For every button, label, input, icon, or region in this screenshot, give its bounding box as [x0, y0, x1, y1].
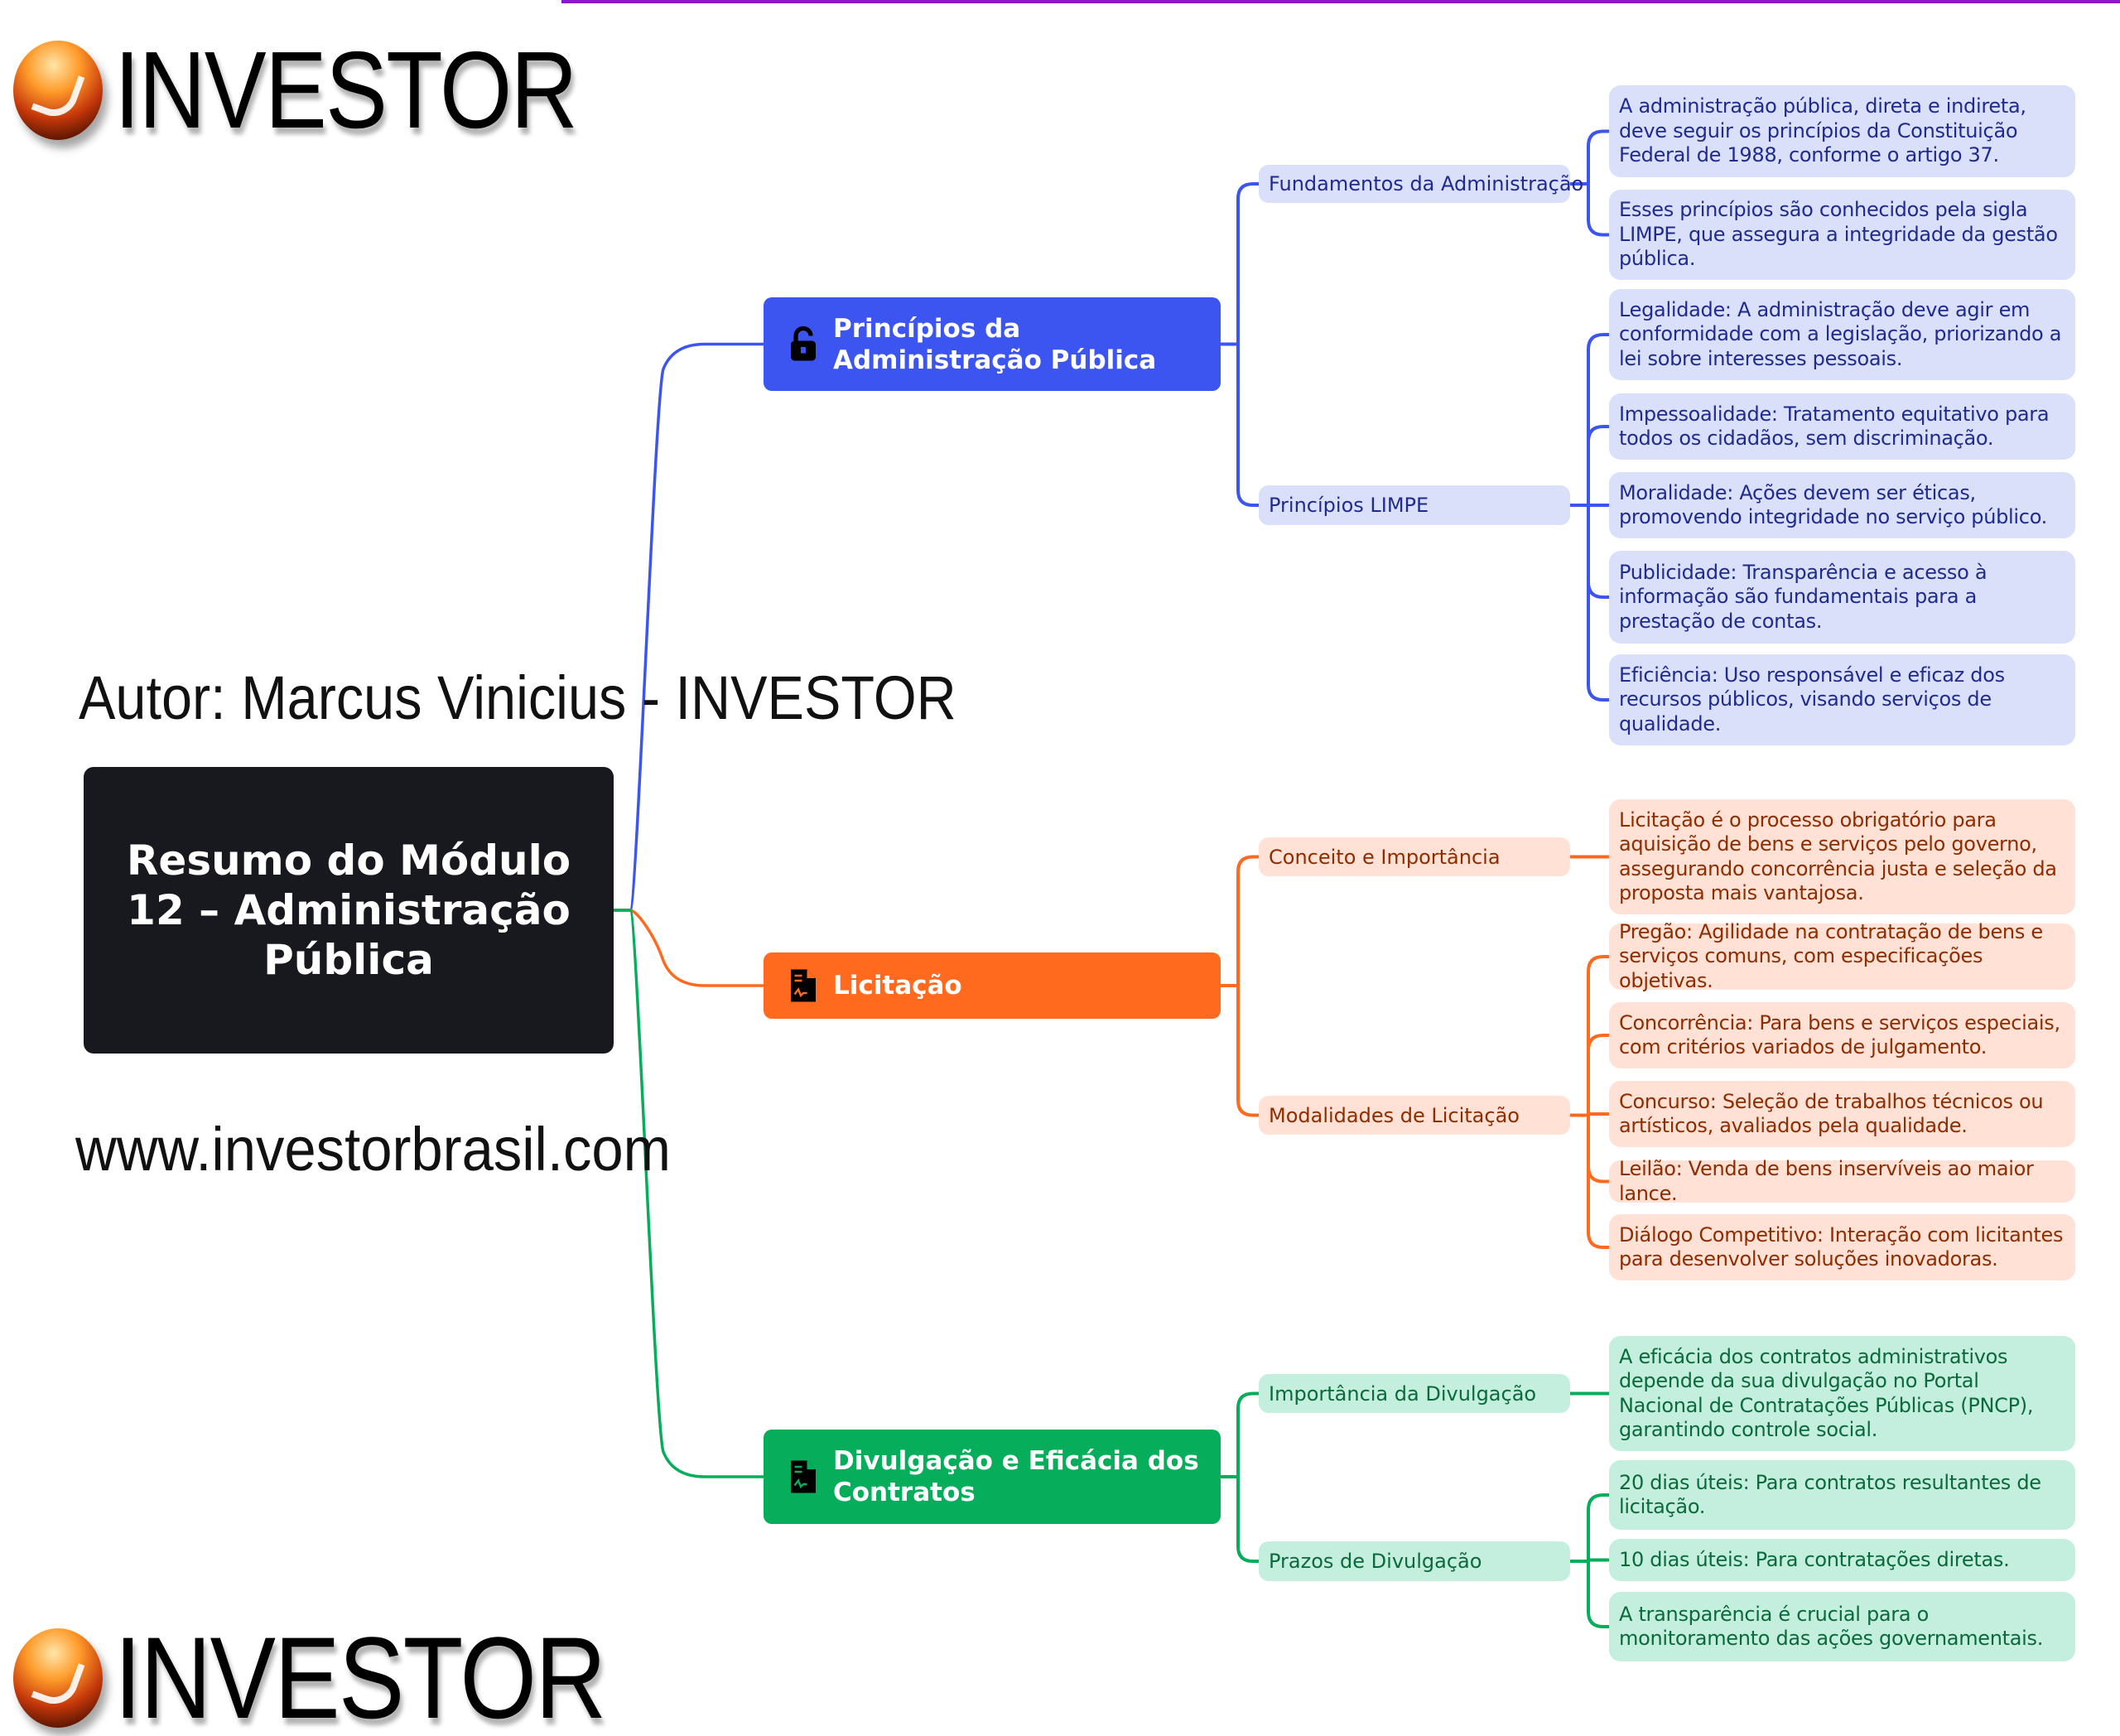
leaf-node[interactable]: Legalidade: A administração deve agir em…	[1609, 289, 2075, 380]
sub-node-label: Importância da Divulgação	[1269, 1382, 1537, 1406]
leaf-node[interactable]: Pregão: Agilidade na contratação de bens…	[1609, 920, 2075, 992]
logo-sphere-icon	[13, 40, 103, 140]
leaf-text: Legalidade: A administração deve agir em…	[1619, 297, 2062, 370]
leaf-text: Eficiência: Uso responsável e eficaz dos…	[1619, 663, 2005, 735]
leaf-connector	[1570, 504, 1609, 702]
leaf-text: Moralidade: Ações devem ser éticas, prom…	[1619, 480, 2047, 529]
leaf-node[interactable]: 10 dias úteis: Para contratações diretas…	[1609, 1539, 2075, 1581]
branch-connector	[1221, 1391, 1259, 1478]
main-node-divulgacao[interactable]: Divulgação e Eficácia dos Contratos	[764, 1430, 1221, 1524]
leaf-node[interactable]: Leilão: Venda de bens inservíveis ao mai…	[1609, 1157, 2075, 1205]
sub-node[interactable]: Conceito e Importância	[1259, 837, 1570, 876]
leaf-node[interactable]: 20 dias úteis: Para contratos resultante…	[1609, 1460, 2075, 1530]
sub-node-label: Fundamentos da Administração	[1269, 172, 1584, 195]
root-connector	[614, 342, 764, 912]
top-accent-line	[561, 0, 2120, 3]
leaf-node[interactable]: A transparência é crucial para o monitor…	[1609, 1592, 2075, 1661]
main-node-licitacao[interactable]: Licitação	[764, 952, 1221, 1019]
leaf-node[interactable]: A eficácia dos contratos administrativos…	[1609, 1336, 2075, 1451]
investor-logo-top: INVESTOR	[13, 27, 658, 152]
author-credit: Autor: Marcus Vinicius - INVESTOR	[79, 663, 956, 732]
logo-text: INVESTOR	[114, 1613, 606, 1736]
sub-node[interactable]: Prazos de Divulgação	[1259, 1541, 1570, 1581]
branch-connector	[1221, 182, 1259, 346]
leaf-text: 20 dias úteis: Para contratos resultante…	[1619, 1470, 2041, 1519]
sub-node[interactable]: Princípios LIMPE	[1259, 485, 1570, 525]
branch-connector	[1221, 1475, 1259, 1563]
leaf-node[interactable]: Concurso: Seleção de trabalhos técnicos …	[1609, 1081, 2075, 1147]
root-connector	[614, 909, 764, 987]
branch-connector	[1221, 855, 1259, 987]
main-node-label: Divulgação e Eficácia dos Contratos	[833, 1446, 1199, 1507]
leaf-node[interactable]: Publicidade: Transparência e acesso à in…	[1609, 551, 2075, 644]
sub-node-label: Prazos de Divulgação	[1269, 1550, 1482, 1573]
logo-text: INVESTOR	[114, 29, 578, 151]
leaf-text: Impessoalidade: Tratamento equitativo pa…	[1619, 402, 2050, 451]
sub-node-label: Princípios LIMPE	[1269, 494, 1429, 517]
leaf-node[interactable]: Esses princípios são conhecidos pela sig…	[1609, 190, 2075, 280]
leaf-text: Concurso: Seleção de trabalhos técnicos …	[1619, 1089, 2044, 1138]
sub-node[interactable]: Importância da Divulgação	[1259, 1374, 1570, 1413]
leaf-connector	[1570, 955, 1609, 1117]
leaf-connector	[1570, 1560, 1609, 1628]
leaf-node[interactable]: Diálogo Competitivo: Interação com licit…	[1609, 1214, 2075, 1280]
leaf-text: A administração pública, direta e indire…	[1619, 94, 2026, 167]
leaf-text: Diálogo Competitivo: Interação com licit…	[1619, 1222, 2064, 1271]
leaf-node[interactable]: Impessoalidade: Tratamento equitativo pa…	[1609, 393, 2075, 460]
leaf-text: Esses princípios são conhecidos pela sig…	[1619, 198, 2058, 271]
leaf-connector	[1570, 182, 1609, 237]
leaf-connector	[1570, 129, 1609, 186]
leaf-node[interactable]: A administração pública, direta e indire…	[1609, 85, 2075, 177]
leaf-text: 10 dias úteis: Para contratações diretas…	[1619, 1547, 2010, 1571]
leaf-text: A transparência é crucial para o monitor…	[1619, 1602, 2044, 1651]
document-icon	[791, 1460, 816, 1493]
leaf-connector	[1570, 1113, 1609, 1249]
root-connector	[614, 909, 764, 1478]
leaf-text: Concorrência: Para bens e serviços espec…	[1619, 1010, 2060, 1059]
leaf-node[interactable]: Licitação é o processo obrigatório para …	[1609, 799, 2075, 914]
leaf-text: Publicidade: Transparência e acesso à in…	[1619, 560, 1988, 633]
website-url: www.investorbrasil.com	[75, 1115, 671, 1184]
investor-logo-bottom: INVESTOR	[13, 1611, 691, 1736]
unlock-icon	[791, 326, 816, 360]
leaf-text: Leilão: Venda de bens inservíveis ao mai…	[1619, 1157, 2034, 1205]
leaf-connector	[1570, 1493, 1609, 1563]
leaf-text: Licitação é o processo obrigatório para …	[1619, 808, 2057, 905]
sub-node-label: Modalidades de Licitação	[1269, 1103, 1520, 1127]
sub-node-label: Conceito e Importância	[1269, 845, 1501, 869]
leaf-text: A eficácia dos contratos administrativos…	[1619, 1344, 2034, 1442]
leaf-node[interactable]: Concorrência: Para bens e serviços espec…	[1609, 1002, 2075, 1068]
branch-connector	[1221, 984, 1259, 1117]
root-node[interactable]: Resumo do Módulo 12 – Administração Públ…	[84, 767, 614, 1054]
leaf-connector	[1570, 425, 1609, 507]
leaf-node[interactable]: Eficiência: Uso responsável e eficaz dos…	[1609, 654, 2075, 745]
logo-sphere-icon	[13, 1628, 103, 1728]
main-node-label: Princípios da Administração Pública	[833, 313, 1157, 375]
leaf-text: Pregão: Agilidade na contratação de bens…	[1619, 919, 2043, 992]
leaf-connector	[1570, 1034, 1609, 1117]
branch-connector	[1221, 342, 1259, 507]
sub-node[interactable]: Modalidades de Licitação	[1259, 1096, 1570, 1135]
leaf-connector	[1570, 333, 1609, 507]
sub-node[interactable]: Fundamentos da Administração	[1259, 165, 1583, 203]
root-title: Resumo do Módulo 12 – Administração Públ…	[126, 837, 571, 984]
main-node-principios[interactable]: Princípios da Administração Pública	[764, 297, 1221, 391]
document-icon	[791, 969, 816, 1002]
main-node-label: Licitação	[833, 971, 962, 1001]
leaf-node[interactable]: Moralidade: Ações devem ser éticas, prom…	[1609, 472, 2075, 538]
